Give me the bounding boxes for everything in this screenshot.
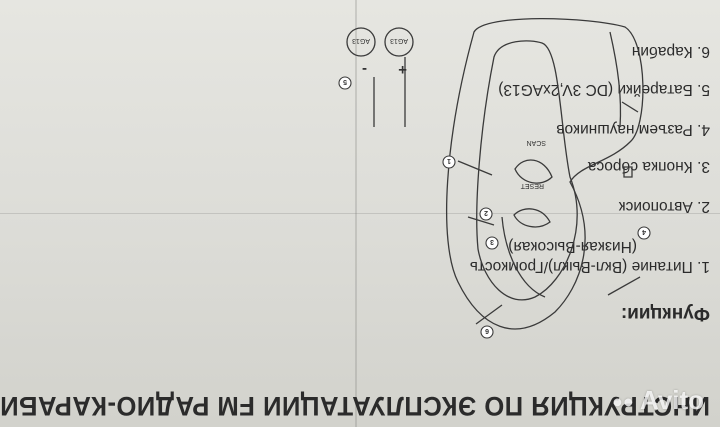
body-side-line	[609, 31, 622, 128]
callout-5	[338, 76, 352, 90]
carabiner-inner-window	[476, 40, 578, 301]
callout-label-6: 6	[485, 327, 489, 334]
callout-6	[480, 325, 494, 339]
callout-label-5: 5	[343, 78, 347, 85]
scan-button-shape	[514, 159, 553, 184]
battery-plus	[384, 27, 414, 57]
minus-sign: -	[362, 61, 367, 78]
watermark-logo-icon: ●●	[612, 391, 634, 412]
scan-label: SCAN	[527, 139, 546, 146]
battery-label-plus: AG13	[390, 37, 408, 44]
plus-sign: +	[398, 61, 407, 78]
callout-label-2: 2	[484, 209, 488, 216]
battery-minus	[346, 27, 376, 57]
callout-1	[442, 155, 456, 169]
callout-4	[637, 226, 651, 240]
callout-2	[479, 207, 493, 221]
avito-watermark: ●● Avito	[612, 385, 704, 416]
callout-3	[485, 236, 499, 250]
carabiner-body-outline	[446, 18, 644, 330]
callout-label-1: 1	[447, 157, 451, 164]
reset-label: RESET	[520, 182, 544, 189]
callout-label-4: 4	[642, 228, 646, 235]
callout-label-3: 3	[490, 238, 494, 245]
battery-label-minus: AG13	[352, 37, 370, 44]
carabiner-gate	[501, 216, 546, 298]
watermark-text: Avito	[640, 385, 705, 415]
headphone-jack-notch	[623, 166, 633, 178]
reset-button-shape	[513, 208, 551, 228]
